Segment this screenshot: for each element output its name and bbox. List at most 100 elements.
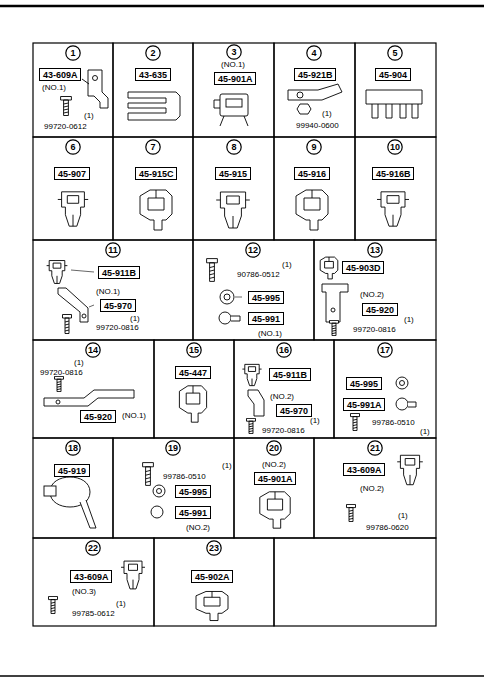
note-label: (NO.1) [221,61,245,69]
callout-number-text: 8 [226,143,242,152]
callout-number: 14 [85,342,101,358]
callout-number-text: 19 [165,444,181,453]
part-drawing [234,438,314,538]
part-drawing [153,485,165,497]
part-number-text: 43-609A [43,71,77,80]
callout-number: 7 [145,139,161,155]
part-drawing [44,70,423,621]
note-label: (NO.1) [122,412,146,420]
callout-number: 10 [387,139,403,155]
part-drawing [320,257,338,279]
part-drawing [274,43,355,137]
part-number-text: 43-609A [74,573,108,582]
part-drawing [82,79,89,84]
part-number-text: 45-991A [347,401,381,410]
part-number-text: 45-903D [346,264,380,273]
callout-circle [378,343,392,357]
callout-number-text: 23 [206,544,222,553]
part-number-text: 45-911B [102,269,136,278]
note-label: (NO.2) [360,291,384,299]
part-drawing [216,192,250,228]
callout-number-text: 17 [377,346,393,355]
part-number-label: 99720-0816 [96,324,139,332]
part-number-box: 45-901A [254,472,296,485]
callout-number-text: 10 [387,143,403,152]
part-number-label: 99720-0816 [40,369,83,377]
part-drawing [274,538,436,626]
part-drawing [396,377,408,389]
note-label: (1) [84,112,94,120]
part-number-text: 45-902A [195,573,229,582]
note-label: (NO.2) [270,393,294,401]
part-number-box: 45-919 [54,464,90,477]
part-number-label: 99785-0612 [72,610,115,618]
part-drawing [347,504,356,521]
part-number-label: 99786-0510 [372,419,415,427]
part-drawing [44,486,56,496]
callout-number-text: 16 [276,346,292,355]
part-number-text: 45-916 [298,170,326,179]
callout-circle [307,140,321,154]
part-drawing [242,364,261,385]
part-drawing [33,137,113,240]
part-number-box: 45-920 [362,303,398,316]
part-number-text: 45-995 [252,294,280,303]
part-number-box: 45-902A [191,570,233,583]
part-drawing [0,675,484,677]
part-number-box: 43-635 [135,68,171,81]
callout-circle [388,46,402,60]
callout-number-text: 5 [387,49,403,58]
part-number-text: 45-991 [179,509,207,518]
part-drawing [193,137,274,240]
part-drawing [322,284,348,322]
callout-circle [187,343,201,357]
part-number-box: 45-907 [54,167,90,180]
callout-circle [277,343,291,357]
part-drawing [220,94,248,116]
part-drawing [355,43,436,137]
callout-number-text: 1 [65,49,81,58]
callout-number-text: 21 [367,444,383,453]
callout-number: 4 [306,45,322,61]
part-number-box: 45-915 [215,167,251,180]
callout-circle [86,541,100,555]
note-label: (NO.1) [96,288,120,296]
part-drawing [88,70,108,108]
callout-circle [146,46,160,60]
callout-number: 1 [65,45,81,61]
part-drawing [214,100,248,126]
callout-number: 15 [186,342,202,358]
part-drawing [196,591,228,620]
part-drawing [366,90,422,118]
callout-circle [146,140,160,154]
part-drawing [220,290,234,304]
callout-circle [86,343,100,357]
part-drawing [33,538,154,626]
callout-circle [267,441,281,455]
part-drawing [47,261,68,284]
part-drawing [193,240,314,340]
part-drawing [224,294,230,300]
callout-number-text: 11 [105,246,121,255]
part-number-text: 45-904 [379,71,407,80]
callout-circle [307,46,321,60]
part-number-text: 45-907 [58,170,86,179]
part-number-text: 45-919 [58,467,86,476]
part-number-label: 99720-0816 [353,326,396,334]
callout-circle [66,140,80,154]
part-number-box: 45-921B [294,68,336,81]
part-drawing [33,43,113,137]
part-number-label: 99720-0816 [262,427,305,435]
part-drawing [179,386,206,422]
part-drawing [397,455,423,484]
callout-circle [166,441,180,455]
part-number-box: 45-991 [248,312,284,325]
part-number-text: 45-915 [219,170,247,179]
part-number-box: 45-901A [214,72,256,85]
part-drawing [351,413,360,430]
callout-number-text: 9 [306,143,322,152]
callout-circle [106,243,120,257]
note-label: (NO.2) [262,461,286,469]
part-number-box: 45-911B [269,368,311,381]
note-label: (NO.1) [258,330,282,338]
